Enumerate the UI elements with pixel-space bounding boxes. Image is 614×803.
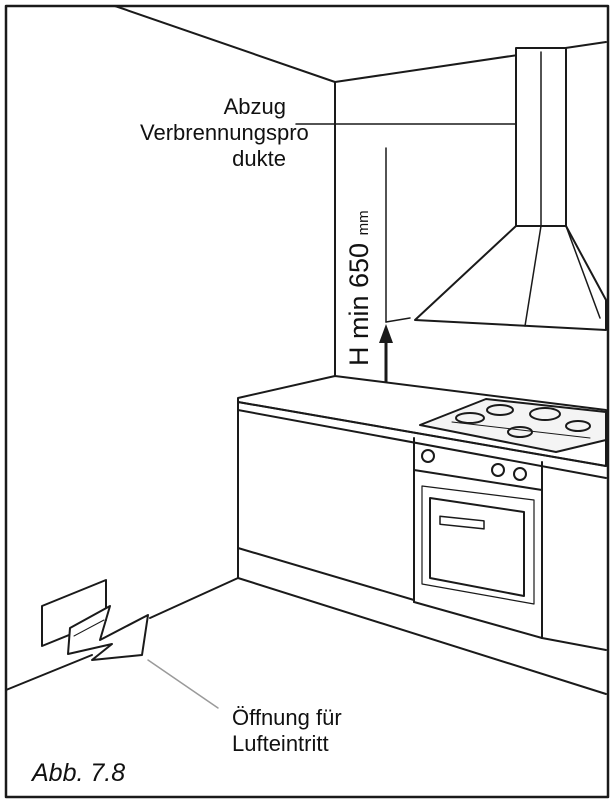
range-hood xyxy=(414,47,607,331)
gas-hob xyxy=(419,398,607,453)
base-cabinets xyxy=(237,409,607,695)
height-unit: mm xyxy=(355,210,372,236)
air-leader-line xyxy=(147,659,219,709)
air-inlet-opening xyxy=(41,579,149,661)
exhaust-label-line2: Verbrennungspro xyxy=(140,120,309,145)
exhaust-label-line3: dukte xyxy=(232,146,286,171)
air-inlet-label-line2: Lufteintritt xyxy=(232,731,329,756)
exhaust-label: Abzug Verbrennungspro dukte xyxy=(140,94,309,172)
height-value: H min 650 xyxy=(344,242,374,366)
air-inlet-label: Öffnung für Lufteintritt xyxy=(232,705,342,757)
figure-frame xyxy=(4,4,610,799)
oven xyxy=(413,449,543,605)
figure-caption: Abb. 7.8 xyxy=(32,759,126,787)
air-inlet-label-line1: Öffnung für xyxy=(232,705,342,730)
height-label: H min 650 mm xyxy=(344,210,379,366)
exhaust-label-line1: Abzug xyxy=(223,94,286,119)
height-dimension-arrow xyxy=(379,147,411,421)
